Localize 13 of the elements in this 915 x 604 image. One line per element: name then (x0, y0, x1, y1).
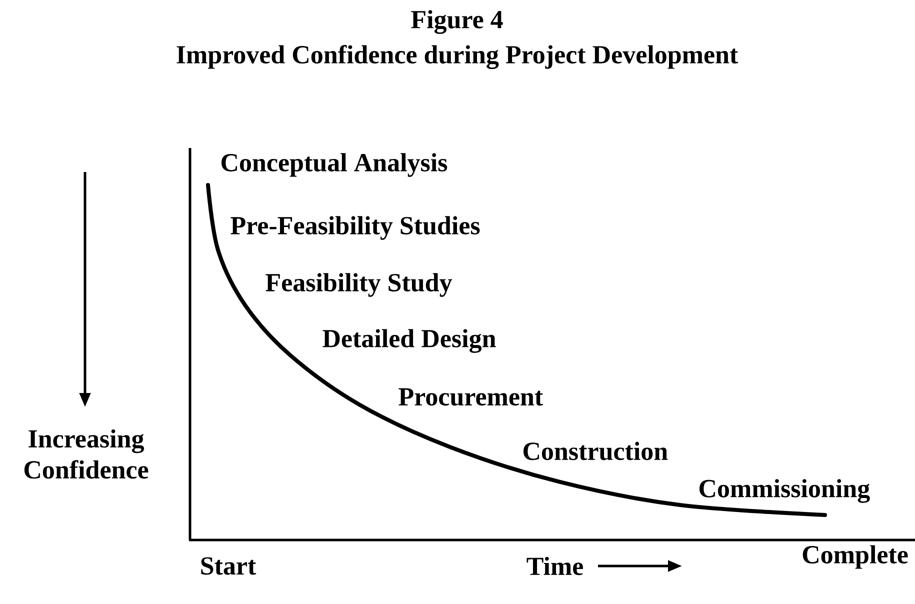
stage-label: Pre-Feasibility Studies (230, 216, 480, 240)
stage-label: Procurement (398, 388, 543, 406)
stage-label: Detailed Design (322, 329, 496, 353)
stage-label: Commissioning (699, 479, 870, 503)
stage-label: Feasibility Study (266, 273, 452, 297)
stage-label: Construction (523, 442, 668, 460)
axis-label: Time (526, 556, 583, 576)
axis-label: Complete (802, 545, 908, 569)
axis-label: Start (201, 557, 256, 575)
stage-label: Conceptual Analysis (221, 153, 448, 177)
title: Improved Confidence during Project Development (176, 44, 738, 69)
axis-label: Increasing Confidence (24, 429, 148, 479)
figure-number: Figure 4 (411, 10, 503, 34)
